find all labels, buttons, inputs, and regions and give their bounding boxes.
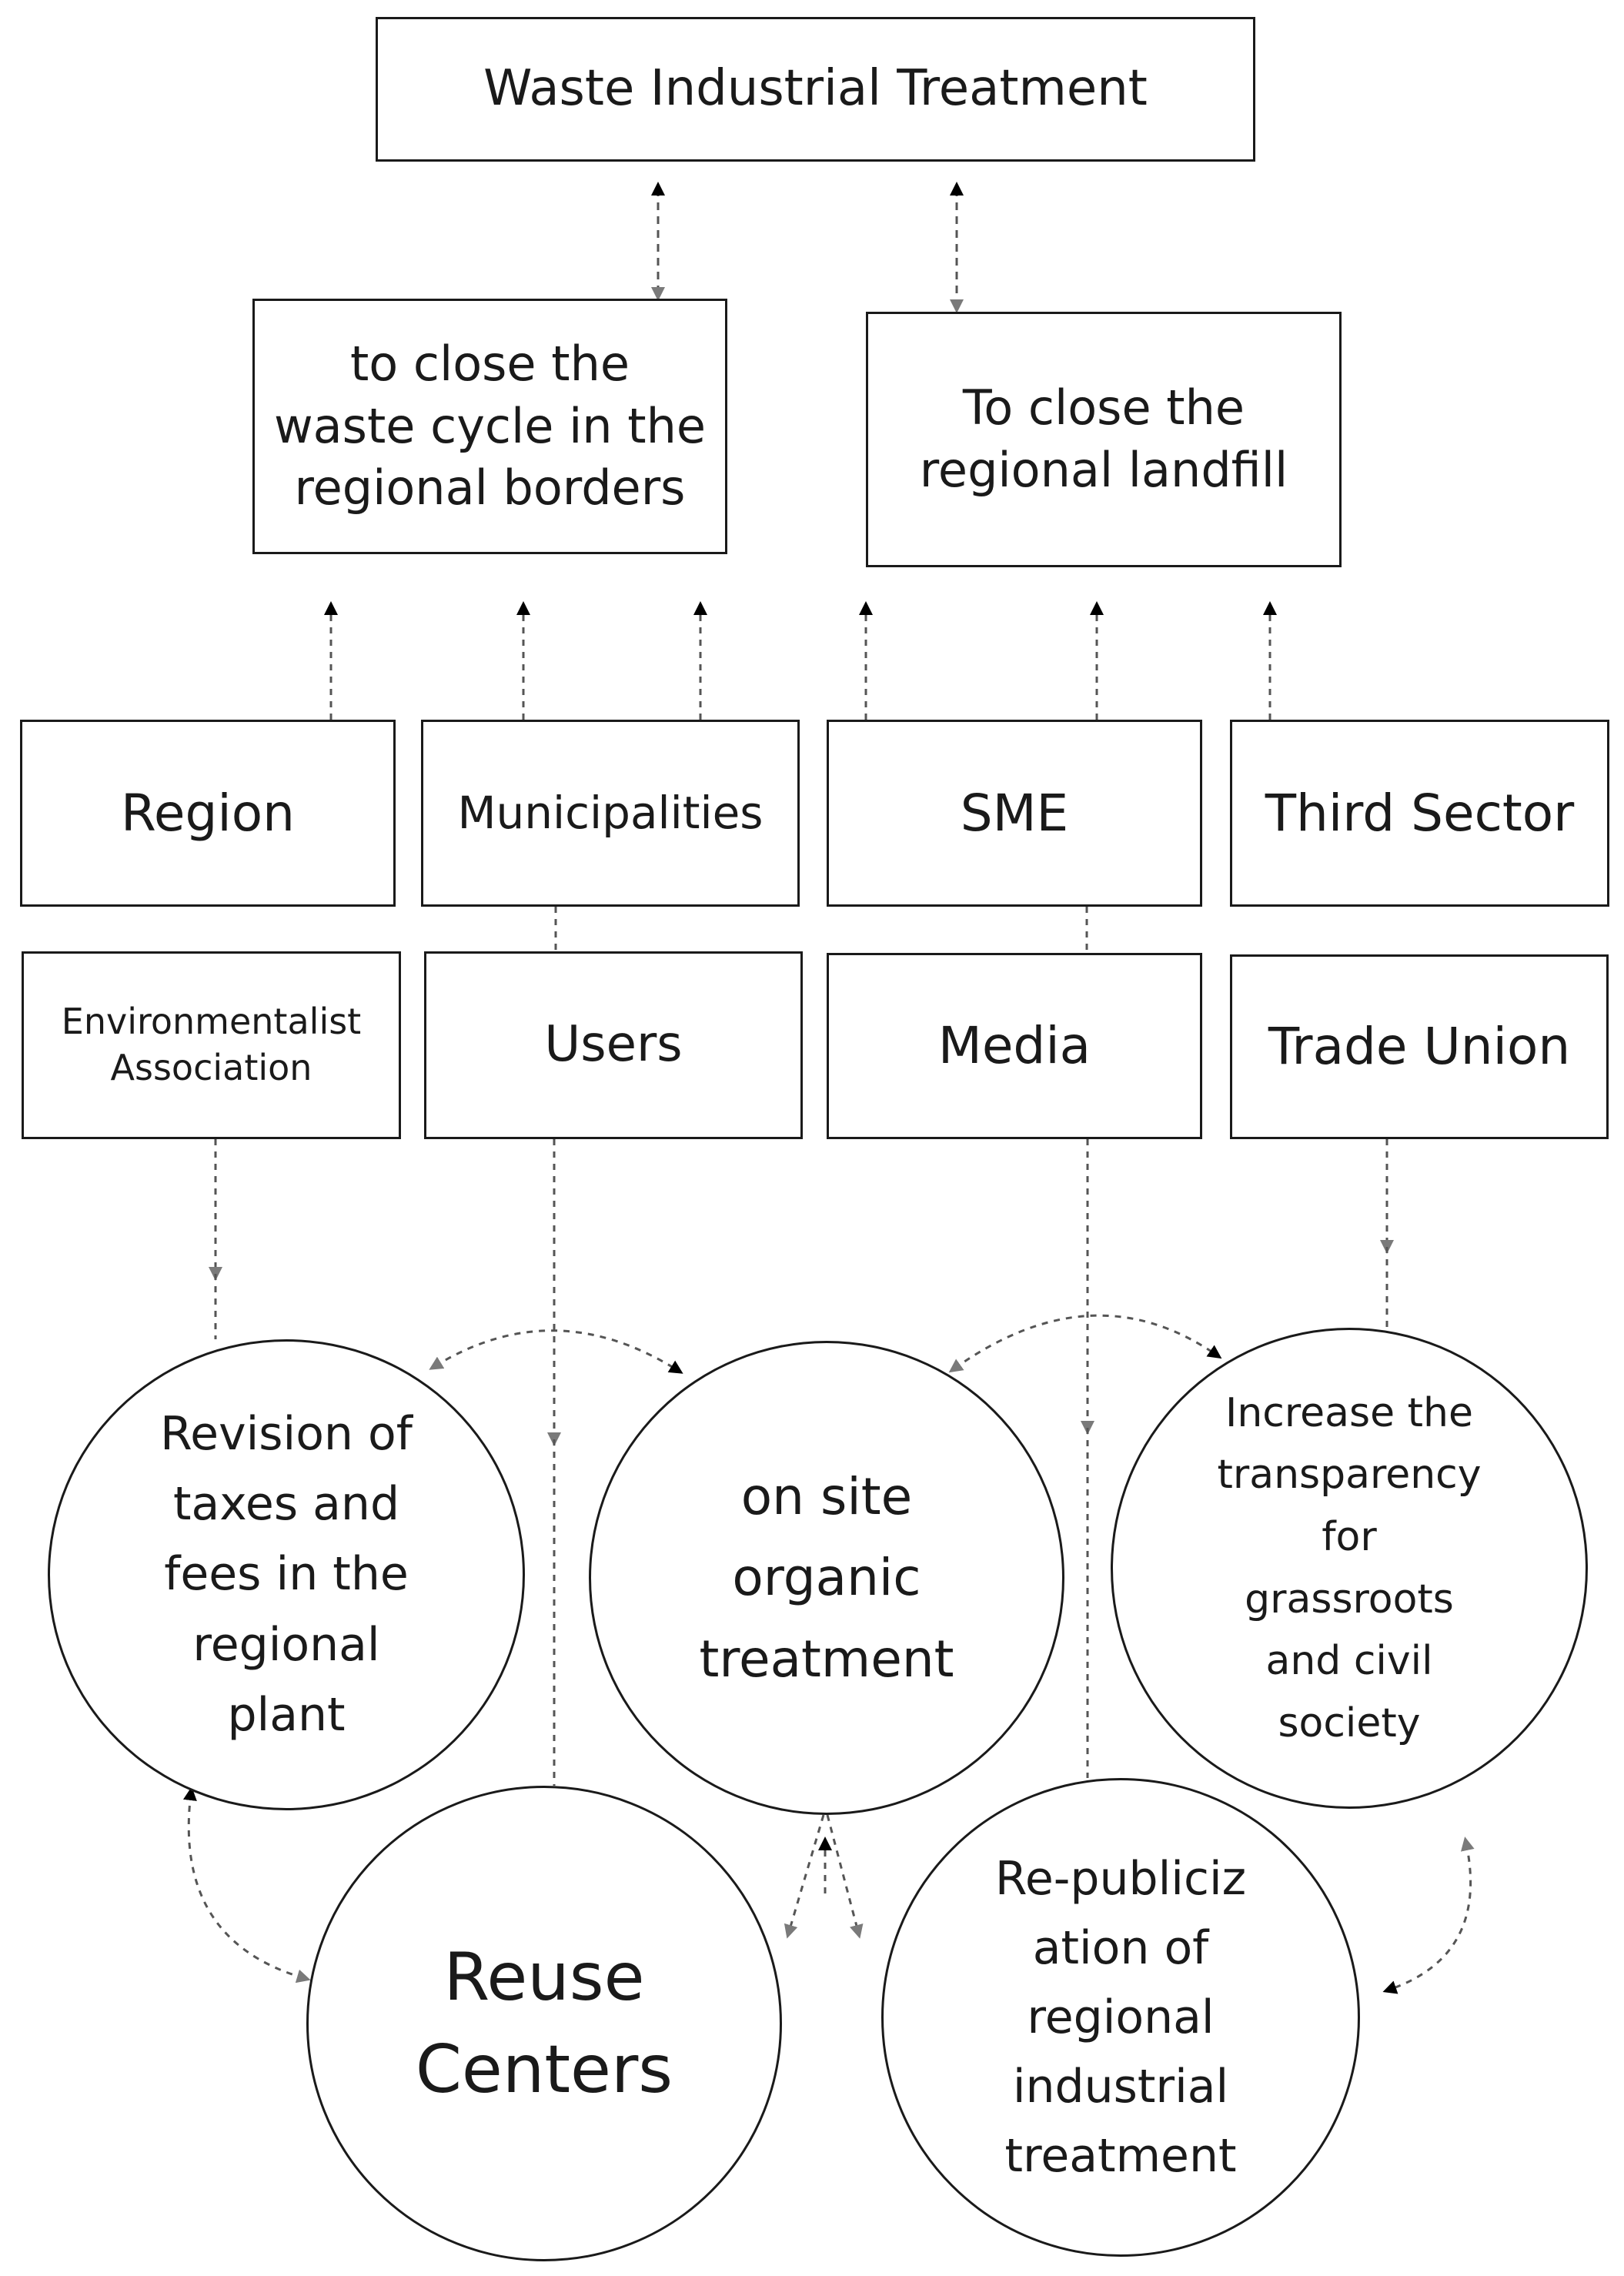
arc-organic-republicization	[826, 1814, 864, 1939]
actor-trade-union-label: Trade Union	[1268, 1017, 1571, 1077]
arc-revision-organic	[429, 1329, 683, 1374]
goal-box-right: To close the regional landfill	[866, 312, 1342, 567]
action-republicization: Re-publiciz ation of regional industrial…	[881, 1778, 1360, 2257]
goal-right-label: To close the regional landfill	[919, 379, 1288, 498]
actor-media: Media	[827, 953, 1202, 1139]
action-revision-label: Revision of taxes and fees in the region…	[160, 1407, 413, 1742]
top-box-title: Waste Industrial Treatment	[483, 60, 1148, 118]
actor-sme: SME	[827, 720, 1202, 907]
arc-transparency-republicization	[1382, 1837, 1475, 1994]
action-organic: on site organic treatment	[589, 1341, 1064, 1815]
actor-environmentalist: Environmentalist Association	[22, 951, 401, 1139]
actor-trade-union: Trade Union	[1230, 954, 1609, 1139]
actor-action-connectors	[209, 1139, 1394, 1786]
actor-region-label: Region	[121, 783, 295, 843]
actor-users-label: Users	[544, 1016, 683, 1074]
action-revision: Revision of taxes and fees in the region…	[48, 1339, 525, 1810]
action-organic-label: on site organic treatment	[699, 1466, 954, 1689]
actor-municipalities: Municipalities	[421, 720, 800, 907]
actor-region: Region	[20, 720, 396, 907]
action-reuse-label: Reuse Centers	[415, 1938, 673, 2108]
actor-media-label: Media	[937, 1016, 1091, 1076]
actor-environmentalist-label: Environmentalist Association	[61, 1001, 362, 1088]
row-connectors	[554, 907, 1088, 953]
actor-sme-label: SME	[960, 783, 1069, 843]
action-transparency-label: Increase the transparency for grassroots…	[1217, 1389, 1482, 1746]
action-transparency: Increase the transparency for grassroots…	[1111, 1328, 1588, 1809]
actor-municipalities-label: Municipalities	[457, 786, 764, 839]
arc-organic-reuse	[784, 1814, 825, 1939]
actor-goal-connectors	[324, 601, 1277, 720]
actor-third-sector: Third Sector	[1230, 720, 1609, 907]
action-arcs	[182, 1314, 1475, 1994]
actor-third-sector-label: Third Sector	[1265, 783, 1575, 843]
top-goal-connectors	[651, 182, 964, 313]
action-republicization-label: Re-publiciz ation of regional industrial…	[994, 1852, 1247, 2183]
actor-users: Users	[424, 951, 803, 1139]
top-box: Waste Industrial Treatment	[376, 17, 1255, 162]
action-reuse: Reuse Centers	[306, 1786, 782, 2261]
arc-organic-transparency	[948, 1314, 1222, 1373]
goal-left-label: to close the waste cycle in the regional…	[273, 336, 707, 516]
arc-revision-reuse	[182, 1786, 311, 1984]
goal-box-left: to close the waste cycle in the regional…	[252, 299, 727, 554]
